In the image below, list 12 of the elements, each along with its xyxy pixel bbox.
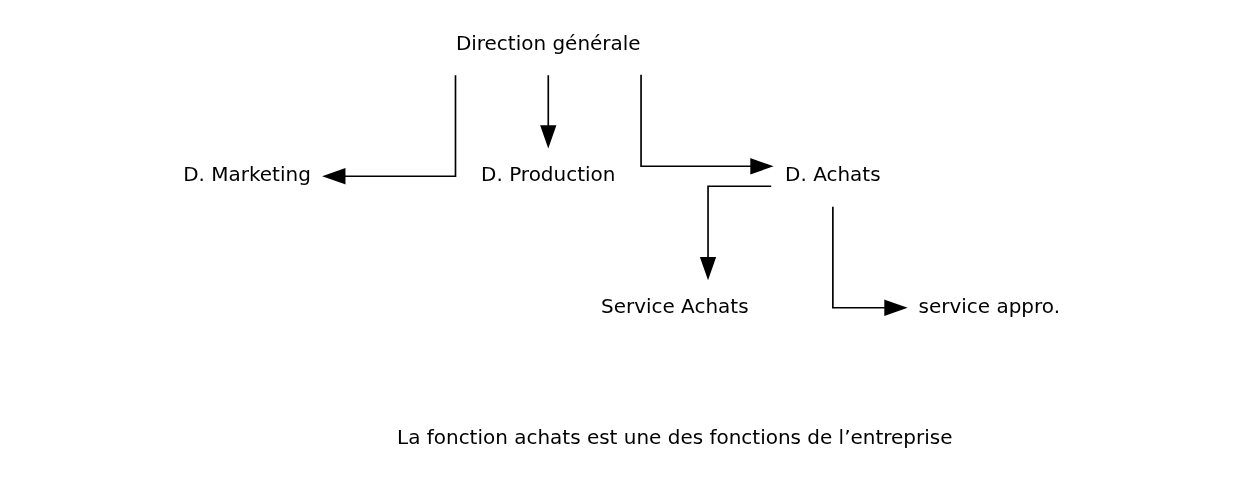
arrow	[322, 74, 457, 185]
node-text: D. Achats	[785, 162, 881, 187]
node-text: D. Production	[481, 162, 616, 187]
arrow	[832, 205, 908, 316]
arrow	[540, 74, 557, 149]
arrow	[640, 74, 774, 175]
node-text: Direction générale	[455, 30, 641, 55]
label: La fonction achats est une des fonctions de l’entreprise	[397, 425, 953, 450]
node-text: Service Achats	[600, 293, 749, 318]
node-text: service appro.	[918, 293, 1061, 318]
node-text: D. Marketing	[183, 162, 311, 187]
arrow	[699, 185, 772, 281]
